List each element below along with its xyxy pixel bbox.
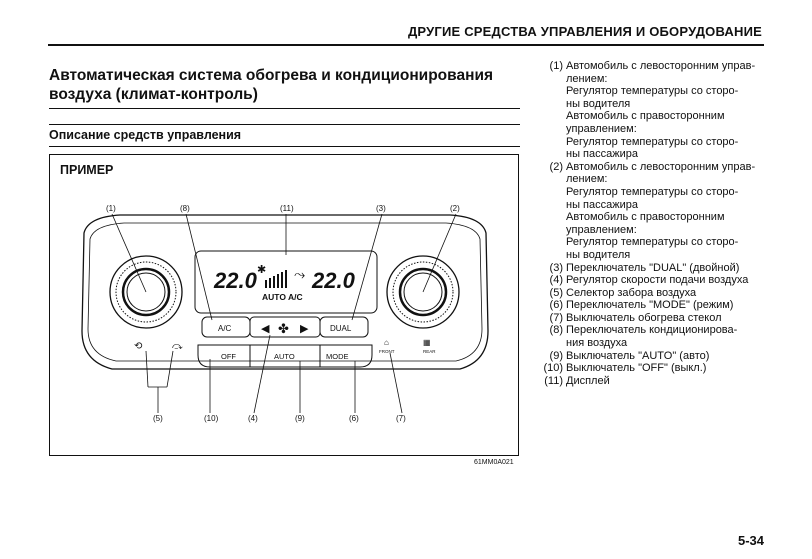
fresh-air-icon: ⤼ xyxy=(172,341,183,352)
svg-text:MODE: MODE xyxy=(326,352,349,361)
list-item: (9)Выключатель "AUTO" (авто) xyxy=(549,349,710,362)
dual-button xyxy=(319,316,369,338)
panel-outline xyxy=(81,214,489,370)
svg-text:(7): (7) xyxy=(396,414,406,423)
off-button xyxy=(197,344,251,368)
list-item: (4)Регулятор скорости подачи воздуха xyxy=(549,274,749,287)
section-heading: Автоматическая система обогрева и кондиц… xyxy=(49,66,521,104)
list-item: (6)Переключатель "MODE" (режим) xyxy=(549,299,734,312)
svg-text:(3): (3) xyxy=(376,204,386,213)
subheading: Описание средств управления xyxy=(49,128,242,142)
list-item: (7)Выключатель обогрева стекол xyxy=(549,311,722,324)
svg-text:(8): (8) xyxy=(180,204,190,213)
svg-text:(2): (2) xyxy=(450,204,460,213)
right-temperature-knob xyxy=(386,255,460,329)
recirculation-icon: ⟲ xyxy=(134,341,143,352)
svg-text:FRONT: FRONT xyxy=(379,349,395,354)
heading-rule xyxy=(49,108,520,109)
display-left-temp: 22.0 xyxy=(213,268,258,293)
panel-inner-outline xyxy=(87,222,483,362)
rear-defrost-icon: ▦ xyxy=(423,338,431,347)
svg-text:AUTO: AUTO xyxy=(274,352,295,361)
callout-leader-lines xyxy=(111,213,457,414)
svg-text:(6): (6) xyxy=(349,414,359,423)
svg-text:DUAL: DUAL xyxy=(330,324,352,333)
svg-text:(9): (9) xyxy=(295,414,305,423)
mode-button xyxy=(319,344,373,368)
fan-level-bars xyxy=(265,270,287,288)
display-mode-text: AUTO A/C xyxy=(262,292,303,302)
list-item: (8) Переключатель кондиционирова-ния воз… xyxy=(549,324,738,350)
svg-text:(10): (10) xyxy=(204,414,219,423)
fan-right-arrow: ▶ xyxy=(300,323,309,335)
list-item: (5)Селектор забора воздуха xyxy=(549,286,697,299)
left-temperature-knob xyxy=(109,255,183,329)
list-item: (11)Дисплей xyxy=(544,374,610,387)
svg-text:OFF: OFF xyxy=(221,352,236,361)
list-item: (10)Выключатель "OFF" (выкл.) xyxy=(543,362,707,375)
svg-text:A/C: A/C xyxy=(218,324,232,333)
subheading-rule-top xyxy=(49,124,520,125)
svg-text:(4): (4) xyxy=(248,414,258,423)
display-fan-icon: ✱ xyxy=(257,264,266,276)
svg-text:REAR: REAR xyxy=(423,349,436,354)
display-airflow-icon: ⤳ xyxy=(294,266,305,282)
page-number: 5-34 xyxy=(737,533,764,548)
list-item: (3)Переключатель "DUAL" (двойной) xyxy=(549,261,740,274)
fan-icon: ✤ xyxy=(278,321,289,336)
callout-labels: (1) (8) (11) (3) (2) (5) (10) (4) (9) (6… xyxy=(106,204,460,423)
front-defrost-icon: ⌂ xyxy=(384,338,389,347)
legend-list: (1) Автомобиль с левосторонним управ-лен… xyxy=(536,60,764,387)
fan-left-arrow: ◀ xyxy=(261,323,270,335)
climate-panel-illustration: 22.0 ✱ ⤳ 22.0 AUTO A/C A/C ◀ ✤ ▶ xyxy=(81,204,489,423)
running-header: ДРУГИЕ СРЕДСТВА УПРАВЛЕНИЯ И ОБОРУДОВАНИ… xyxy=(407,24,762,39)
figure-title: ПРИМЕР xyxy=(60,163,114,177)
svg-text:(1): (1) xyxy=(106,204,116,213)
list-item: (2) Автомобиль с левосторонним управ-лен… xyxy=(549,160,756,261)
subheading-rule xyxy=(49,146,520,147)
display-right-temp: 22.0 xyxy=(311,268,356,293)
svg-text:(11): (11) xyxy=(280,204,294,213)
svg-text:(5): (5) xyxy=(153,414,163,423)
figure-frame: ПРИМЕР 22.0 ✱ ⤳ 22.0 AUTO A/C xyxy=(49,154,519,456)
heading-line-1: Автоматическая система обогрева и кондиц… xyxy=(49,67,494,84)
heading-line-2: воздуха (климат-контроль) xyxy=(49,86,258,103)
figure-code: 61MM0A021 xyxy=(474,459,514,466)
header-rule xyxy=(48,44,764,46)
list-item: (1) Автомобиль с левосторонним управ-лен… xyxy=(549,60,756,161)
